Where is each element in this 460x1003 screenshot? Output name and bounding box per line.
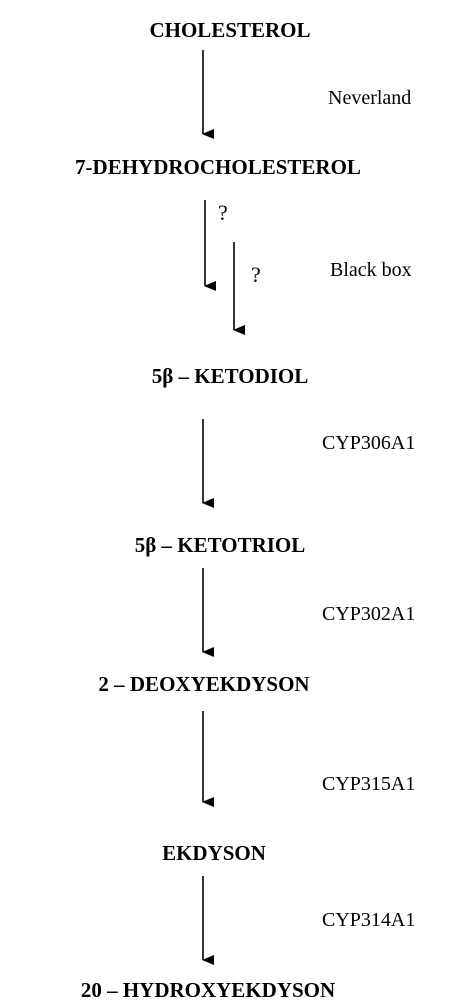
compound-20-hydroxyekdyson: 20 – HYDROXYEKDYSON	[80, 978, 336, 1002]
compound-5b-ketotriol: 5β – KETOTRIOL	[134, 533, 306, 557]
compound-7-dehydrocholesterol: 7-DEHYDROCHOLESTEROL	[75, 155, 361, 179]
unknown-step-question-mark: ?	[218, 200, 228, 225]
enzyme-cyp306a1: CYP306A1	[322, 432, 416, 454]
compound-5b-ketodiol: 5β – KETODIOL	[151, 364, 309, 388]
unknown-step-question-mark: ?	[251, 262, 261, 287]
enzyme-cyp315a1: CYP315A1	[322, 773, 416, 795]
compound-cholesterol: CHOLESTEROL	[149, 18, 311, 42]
enzyme-cyp314a1: CYP314A1	[322, 909, 416, 931]
enzyme-black-box: Black box	[330, 259, 412, 281]
compound-ekdyson: EKDYSON	[162, 841, 266, 865]
compound-2-deoxyekdyson: 2 – DEOXYEKDYSON	[98, 672, 310, 696]
enzyme-neverland: Neverland	[328, 87, 412, 109]
enzyme-cyp302a1: CYP302A1	[322, 603, 416, 625]
